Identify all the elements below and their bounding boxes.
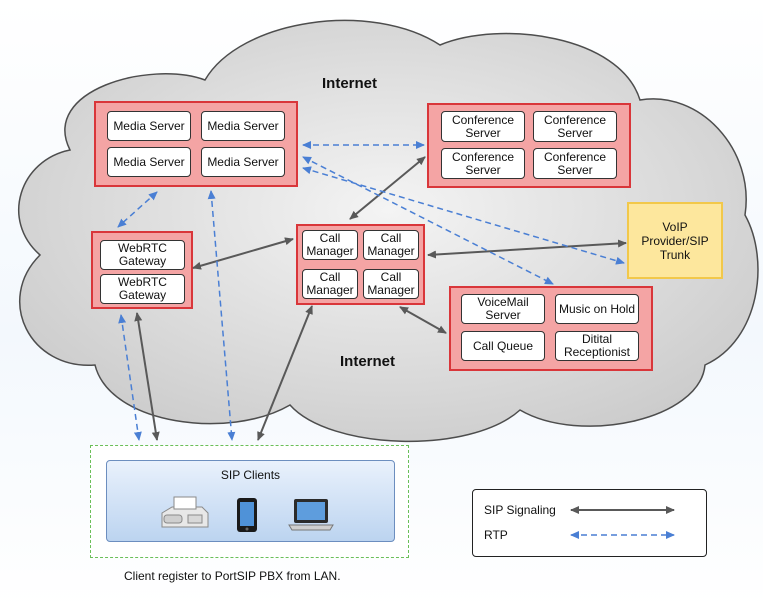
sip-clients-title: SIP Clients (220, 468, 281, 482)
conference-server[interactable]: Conference Server (441, 111, 525, 142)
signal-callmgr-clients (257, 305, 313, 441)
signal-callmgr-voip (427, 239, 627, 259)
rtp-media-webrtc (117, 191, 158, 228)
webrtc-gateway[interactable]: WebRTC Gateway (100, 240, 185, 270)
media-server[interactable]: Media Server (107, 147, 191, 177)
signal-callmgr-conference (349, 156, 426, 220)
media-server[interactable]: Media Server (107, 111, 191, 141)
signal-callmgr-services (399, 306, 447, 334)
laptop-icon (288, 499, 334, 531)
lan-caption: Client register to PortSIP PBX from LAN. (124, 569, 341, 583)
signal-webrtc-clients (134, 312, 160, 441)
digital-receptionist[interactable]: Ditital Receptionist (555, 331, 639, 361)
voicemail-server[interactable]: VoiceMail Server (461, 294, 545, 324)
rtp-media-services (302, 156, 554, 285)
rtp-webrtc-clients (118, 314, 142, 441)
legend (472, 489, 707, 557)
voip-provider-trunk[interactable]: VoIP Provider/SIP Trunk (627, 202, 723, 279)
internet-label-bottom: Internet (340, 353, 396, 370)
rtp-media-clients (207, 190, 236, 441)
webrtc-gateway[interactable]: WebRTC Gateway (100, 274, 185, 304)
fax-phone-icon (161, 496, 209, 528)
media-server[interactable]: Media Server (201, 111, 285, 141)
media-server[interactable]: Media Server (201, 147, 285, 177)
rtp-media-voip (302, 166, 625, 265)
signal-webrtc-callmgr (192, 237, 294, 270)
call-queue[interactable]: Call Queue (461, 331, 545, 361)
legend-rtp-label: RTP (484, 528, 508, 542)
music-on-hold[interactable]: Music on Hold (555, 294, 639, 324)
legend-signaling-label: SIP Signaling (484, 503, 556, 517)
mobile-phone-icon (237, 498, 257, 532)
conference-server[interactable]: Conference Server (533, 111, 617, 142)
internet-label-top: Internet (322, 75, 378, 92)
